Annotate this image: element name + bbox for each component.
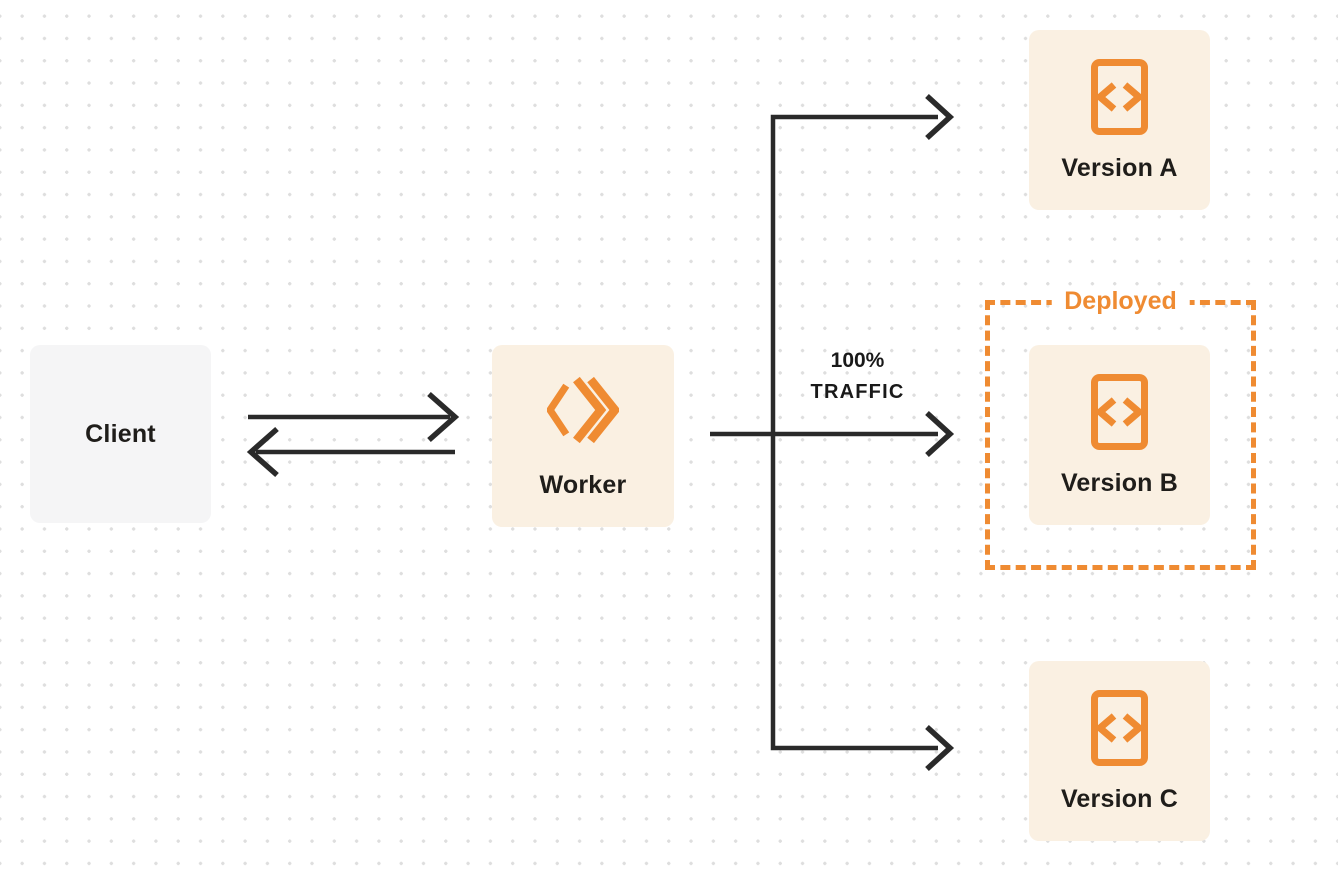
edge-branch-trunk xyxy=(770,114,938,751)
version-a-label: Version A xyxy=(1061,154,1178,182)
arrowhead-client-to-worker xyxy=(427,391,460,443)
node-version-c: Version C xyxy=(1029,661,1210,841)
traffic-edge-label: 100% TRAFFIC xyxy=(795,350,920,402)
code-file-icon xyxy=(1091,374,1148,450)
arrowhead-branch-to-version-c xyxy=(925,724,955,772)
deployed-group-outline: Deployed xyxy=(985,287,1256,570)
version-c-label: Version C xyxy=(1060,785,1179,813)
node-version-a: Version A xyxy=(1029,30,1210,210)
version-b-label: Version B xyxy=(1060,469,1179,497)
client-label: Client xyxy=(85,419,156,448)
node-version-b: Version B xyxy=(1029,345,1210,525)
arrowhead-worker-to-version-b xyxy=(925,410,955,458)
node-worker: Worker xyxy=(492,345,674,527)
code-file-icon xyxy=(1091,690,1148,766)
arrowhead-worker-to-client xyxy=(246,426,279,478)
worker-label: Worker xyxy=(539,471,627,499)
traffic-percent: 100% xyxy=(830,349,885,372)
traffic-word: TRAFFIC xyxy=(810,381,905,403)
arrowhead-branch-to-version-a xyxy=(925,93,955,141)
node-client: Client xyxy=(30,345,211,523)
cloudflare-worker-logo-icon xyxy=(547,376,619,444)
deployed-label: Deployed xyxy=(1051,287,1190,316)
code-file-icon xyxy=(1091,59,1148,135)
